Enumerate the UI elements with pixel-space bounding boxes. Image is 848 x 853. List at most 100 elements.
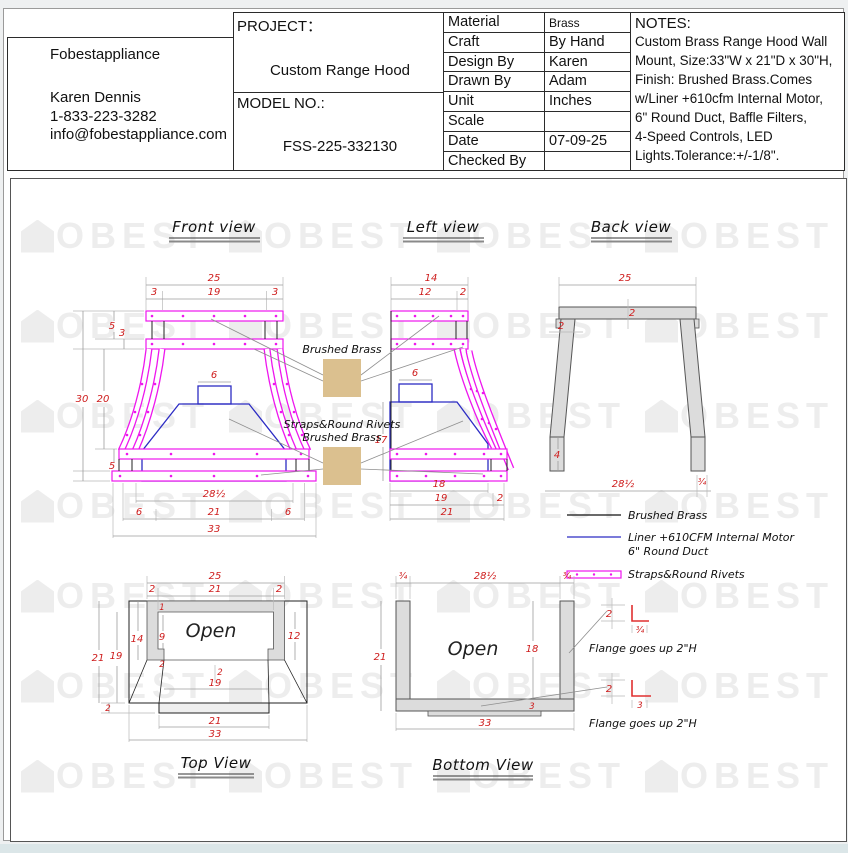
dim-label: 28½ [474, 570, 497, 582]
field-label: Checked By [444, 151, 545, 172]
dim-label: ¾ [636, 626, 645, 636]
dim-label: 3 [119, 328, 125, 339]
watermark: OBEST [635, 191, 843, 281]
notes-line: Custom Brass Range Hood Wall [635, 34, 828, 49]
strap-band [390, 310, 469, 322]
callout-straps-label: Straps&Round Rivets [284, 418, 401, 431]
flange-profile [631, 680, 651, 697]
dim-label: 1 [159, 603, 164, 613]
dim-label: ¾ [698, 478, 707, 488]
liner-outline [141, 403, 287, 482]
model-cell: MODEL NO.: FSS-225-332130 [233, 92, 444, 171]
dim-label: 14 [425, 273, 438, 284]
company-block: Fobestappliance Karen Dennis 1-833-223-3… [7, 37, 234, 171]
duct-outline [197, 385, 232, 405]
flange-details: 2 ¾ Flange goes up 2"H 2 3 Flange goes u… [480, 598, 697, 730]
bottom-view: Open ¾ 28½ ¾ 21 18 3 33 Bottom View [374, 570, 575, 781]
front-view-title: Front view [172, 218, 256, 236]
field-value: 07-09-25 [545, 132, 630, 152]
dim-label: 5 [109, 461, 115, 472]
material-callouts: Brushed Brass Straps&Round Rivets Brushe… [210, 315, 484, 485]
field-value [545, 152, 630, 172]
dim-label: 21 [209, 716, 222, 727]
open-label: Open [186, 620, 237, 642]
dim-label: 6 [412, 368, 418, 379]
watermark: OBEST [219, 461, 427, 551]
watermark: OBEST [219, 191, 427, 281]
dim-label: 21 [208, 507, 221, 518]
brass-swatch [323, 447, 361, 485]
legend-brass-label: Brushed Brass [628, 509, 708, 522]
brass-swatch [323, 359, 361, 397]
field-label: Scale [444, 111, 545, 132]
back-left-leg [549, 318, 576, 438]
dim-label: 30 [76, 394, 89, 405]
project-name: Custom Range Hood [269, 62, 411, 79]
field-value: Karen [545, 53, 630, 73]
dim-label: 3 [272, 287, 278, 298]
watermark: OBEST [427, 191, 635, 281]
field-value: Brass [545, 13, 630, 33]
back-view: Back view 25 2 2 4 28½ ¾ [545, 218, 711, 497]
legend-straps-label: Straps&Round Rivets [628, 568, 745, 581]
dim-label: 2 [558, 321, 564, 332]
dim-label: 21 [374, 652, 387, 663]
back-right-foot [690, 436, 706, 472]
dim-label: 19 [208, 287, 221, 298]
dim-label: 12 [288, 631, 301, 642]
notes-line: 6" Round Duct, Baffle Filters, [635, 110, 807, 125]
dim-label: 25 [209, 571, 222, 582]
notes-block: NOTES: Custom Brass Range Hood Wall Moun… [630, 12, 845, 171]
company-name: Fobestappliance [50, 46, 161, 63]
bottom-view-title: Bottom View [432, 756, 533, 774]
watermark-layer: OBEST OBEST OBEST OBEST OBEST OBEST OBES… [11, 179, 846, 841]
flange-note: Flange goes up 2"H [589, 717, 697, 730]
dim-label: ¾ [399, 572, 408, 582]
dim-label: 18 [526, 644, 539, 655]
watermark: OBEST [11, 731, 219, 821]
top-view-front-lip [158, 702, 270, 714]
notes-line: w/Liner +610cfm Internal Motor, [635, 91, 823, 106]
project-cell: PROJECT： Custom Range Hood [233, 12, 444, 93]
spec-table: Material Brass Craft By Hand Design By K… [443, 12, 631, 172]
watermark: OBEST [635, 371, 843, 461]
open-label: Open [448, 638, 499, 660]
watermark: OBEST [11, 461, 219, 551]
watermark: OBEST [635, 641, 843, 731]
dim-label: 18 [433, 479, 446, 490]
drawing-area: OBEST OBEST OBEST OBEST OBEST OBEST OBES… [10, 178, 847, 842]
watermark: OBEST [635, 731, 843, 821]
field-label: Craft [444, 32, 545, 53]
callout-brass-label: Brushed Brass [302, 343, 382, 356]
model-number: FSS-225-332130 [282, 138, 398, 155]
top-view-title: Top View [181, 754, 252, 772]
field-value [545, 112, 630, 132]
watermark: OBEST [635, 461, 843, 551]
back-view-title: Back view [591, 218, 671, 236]
back-top-bar [558, 306, 697, 320]
notes-line: 4-Speed Controls, LED [635, 129, 773, 144]
field-value: Inches [545, 92, 630, 112]
notes-line: Lights.Tolerance:+/-1/8". [635, 148, 780, 163]
back-right-leg [679, 318, 706, 438]
flange-note: Flange goes up 2"H [589, 642, 697, 655]
dim-label: 2 [105, 704, 110, 714]
dim-label: 2 [276, 584, 282, 595]
notes-line: Mount, Size:33"W x 21"D x 30"H, [635, 53, 833, 68]
left-view-title: Left view [407, 218, 480, 236]
field-label: Date [444, 131, 545, 152]
duct-outline [398, 383, 433, 403]
front-view: Front view 25 3 19 3 30 20 [73, 218, 317, 538]
dim-label: 25 [619, 273, 632, 284]
dim-label: 28½ [203, 488, 226, 500]
dim-label: 4 [554, 450, 560, 461]
dim-label: 9 [159, 632, 165, 643]
dim-label: 2 [606, 609, 612, 620]
dim-label: 17 [375, 435, 388, 446]
dim-label: 33 [208, 524, 221, 535]
dim-label: 28½ [612, 478, 635, 490]
dim-label: 2 [629, 308, 635, 319]
dim-label: 21 [441, 507, 454, 518]
dim-label: 19 [209, 678, 222, 689]
